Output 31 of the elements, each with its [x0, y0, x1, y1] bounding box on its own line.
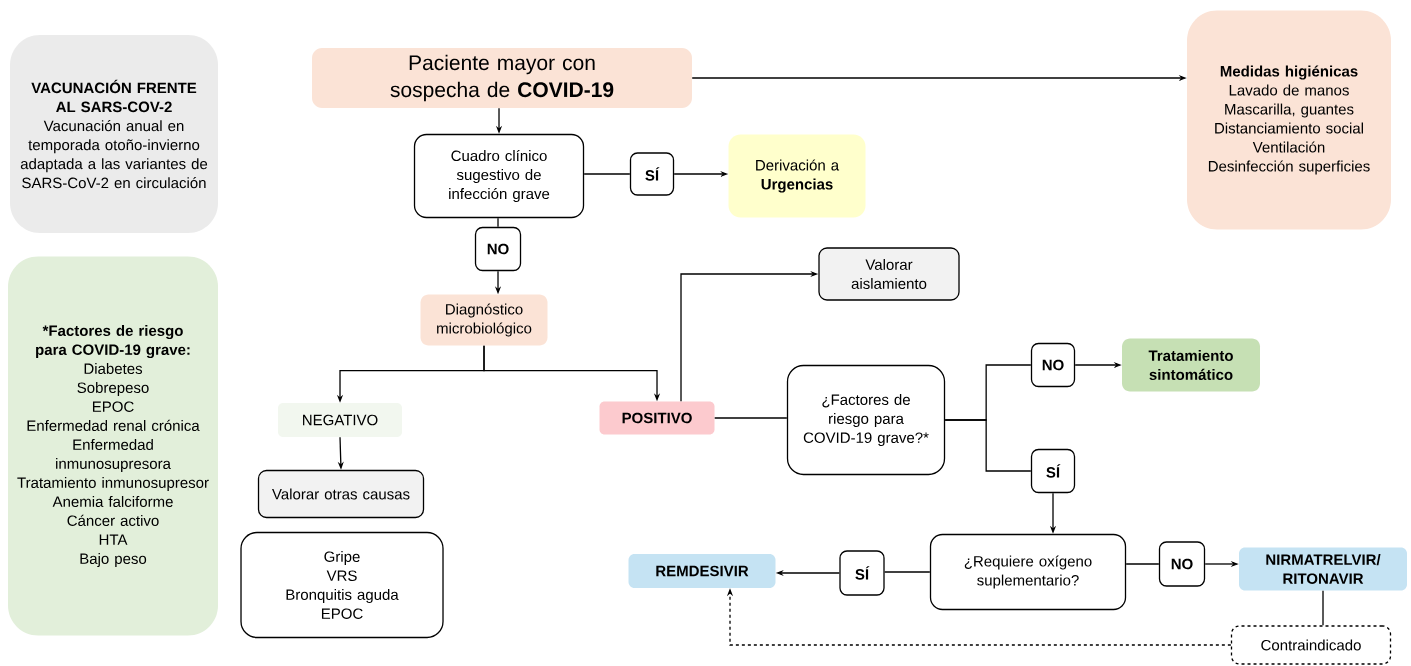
connector-line	[1125, 563, 1160, 565]
result-box: POSITIVO	[599, 401, 715, 435]
treatment-box: REMDESIVIR	[628, 554, 776, 588]
connector-line	[714, 417, 788, 419]
start-box: Paciente mayor con sospecha de COVID-19	[312, 48, 692, 108]
connector-line	[497, 217, 499, 228]
info-panel: Medidas higiénicas Lavado de manos Mascarilla, guantes Distanciamiento social Ventilación Desinfección superficies	[1187, 10, 1391, 230]
answer-tag: SÍ	[629, 152, 675, 196]
process-box: Diagnóstico microbiológico	[420, 294, 548, 346]
answer-tag: NO	[1158, 541, 1206, 587]
list-box: Gripe VRS Bronquitis aguda EPOC	[240, 531, 444, 639]
answer-tag: SÍ	[1030, 448, 1076, 494]
decision-box: Cuadro clínico sugestivo de infección grave	[413, 133, 585, 219]
answer-tag: NO	[1030, 342, 1076, 388]
connector-line	[1322, 590, 1324, 626]
outcome-box: Derivación a Urgencias	[728, 134, 866, 218]
connector-line	[944, 419, 1032, 472]
treatment-box: NIRMATRELVIR/ RITONAVIR	[1239, 547, 1407, 591]
connector-line	[884, 571, 931, 573]
info-panel: *Factores de riesgo para COVID-19 grave: Diabetes Sobrepeso EPOC Enfermedad renal crónica Enfermedad inmunosupresora Tratamiento inmunosupresor Anemia falciforme Cáncer activo HTA Bajo peso	[8, 256, 218, 636]
process-box: Contraindicado	[1230, 625, 1392, 665]
outcome-box: Tratamiento sintomático	[1122, 338, 1260, 392]
process-box: Valorar otras causas	[257, 469, 425, 519]
decision-box: ¿Requiere oxígeno suplementario?	[929, 533, 1127, 611]
info-panel: VACUNACIÓN FRENTE AL SARS-COV-2 Vacunación anual en temporada otoño-invierno adaptada a las variantes de SARS-CoV-2 en circulación	[10, 35, 218, 233]
result-box: NEGATIVO	[278, 403, 402, 437]
decision-box: ¿Factores de riesgo para COVID-19 grave?*	[786, 364, 946, 476]
process-box: Valorar aislamiento	[818, 247, 960, 301]
answer-tag: NO	[474, 226, 522, 272]
connector-line	[583, 173, 631, 175]
answer-tag: SÍ	[839, 550, 885, 596]
